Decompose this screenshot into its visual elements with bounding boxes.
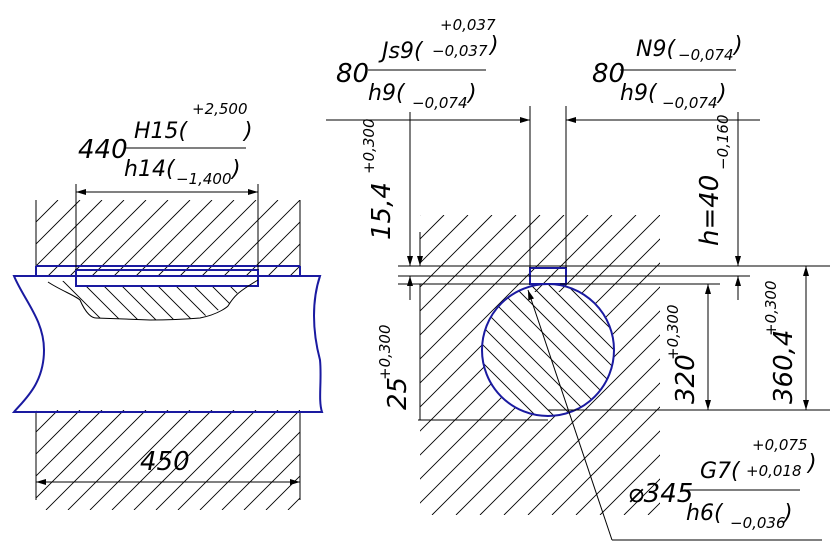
- fit-n9-nominal: 80: [592, 59, 625, 89]
- hub-bottom-hatching: [36, 410, 300, 510]
- shaft-outline: [11, 275, 324, 413]
- fit-440-nominal: 440: [78, 135, 128, 165]
- hub-top-hatching: [36, 200, 300, 276]
- dim-320-tol: +0,300: [664, 304, 682, 360]
- hub-hatching: [420, 215, 660, 515]
- length-450: 450: [140, 447, 190, 477]
- fit-g7-nominal: ⌀345: [628, 479, 693, 509]
- dim-25: 25: [383, 377, 413, 410]
- fit-js9-shaft-lower: −0,074: [412, 94, 468, 112]
- fit-js9-hole-close: ): [488, 33, 499, 58]
- fit-n9-shaft-lower: −0,074: [662, 94, 718, 112]
- right-section-view: 15,4 +0,300 25 +0,300 h=40 −0,160 320 +0…: [326, 16, 830, 541]
- fit-g7-hole: G7(: [700, 459, 741, 484]
- fit-g7-hole-lower: +0,018: [746, 462, 802, 480]
- fit-440-shaft-lower: −1,400: [176, 170, 232, 188]
- fit-440-hole: H15(: [134, 119, 189, 144]
- fit-440-hole-close: ): [242, 119, 253, 144]
- fit-js9-shaft-close: ): [466, 81, 477, 106]
- fit-g7-shaft: h6(: [686, 501, 724, 526]
- fit-n9-shaft: h9(: [620, 81, 658, 106]
- key: [75, 269, 259, 287]
- dim-h40: h=40: [695, 175, 725, 246]
- fit-js9-hole-upper: +0,037: [440, 16, 496, 34]
- dim-25-tol: +0,300: [376, 324, 394, 380]
- dim-320: 320: [671, 354, 701, 404]
- fit-js9-nominal: 80: [336, 59, 369, 89]
- dim-360-4: 360,4: [769, 330, 799, 404]
- breakout-line: [47, 279, 259, 321]
- fit-440-shaft: h14(: [124, 157, 176, 182]
- fit-js9-hole-lower: −0,037: [432, 42, 488, 60]
- fit-js9-shaft: h9(: [368, 81, 406, 106]
- fit-n9-hole-lower: −0,074: [678, 46, 734, 64]
- fit-440-hole-upper: +2,500: [192, 100, 248, 118]
- fit-n9-hole-close: ): [732, 33, 743, 58]
- dim-15-4-tol: +0,300: [360, 118, 378, 174]
- fit-g7-shaft-lower: −0,036: [730, 514, 786, 532]
- fit-n9-shaft-close: ): [716, 81, 727, 106]
- fit-js9-hole: Js9(: [378, 39, 424, 64]
- fit-g7-shaft-close: ): [782, 501, 793, 526]
- dim-360-4-tol: +0,300: [762, 280, 780, 336]
- shaft-hatching: [482, 284, 614, 416]
- fit-g7-hole-upper: +0,075: [752, 436, 808, 454]
- fit-g7-hole-close: ): [806, 451, 817, 476]
- fit-440-shaft-close: ): [230, 157, 241, 182]
- fit-n9-hole: N9(: [636, 37, 676, 62]
- left-section-view: 440 H15( +2,500 ) h14( −1,400 ) 450: [11, 100, 324, 510]
- dim-h40-tol: −0,160: [714, 114, 732, 170]
- dim-15-4: 15,4: [367, 182, 397, 240]
